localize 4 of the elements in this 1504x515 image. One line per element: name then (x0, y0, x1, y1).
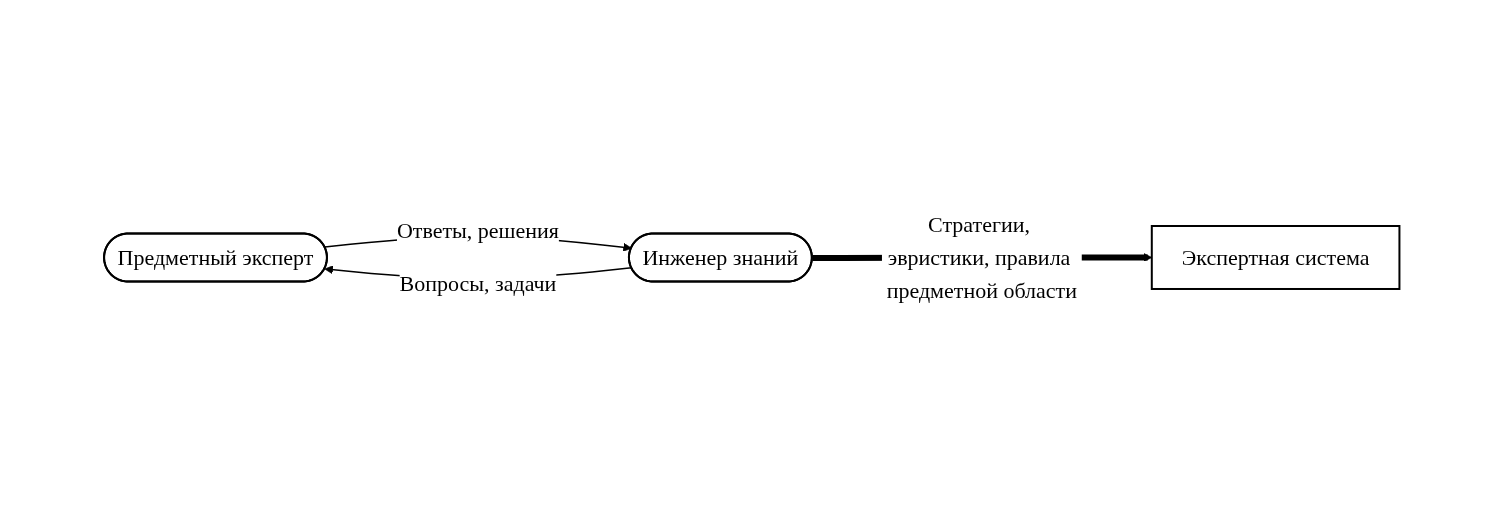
edge-label: Ответы, решения (397, 218, 560, 244)
edge-label: Вопросы, задачи (399, 271, 557, 297)
edge-label: Стратегии, эвристики, правила предметной области (886, 212, 1078, 303)
node-box: Экспертная система (1151, 225, 1401, 290)
